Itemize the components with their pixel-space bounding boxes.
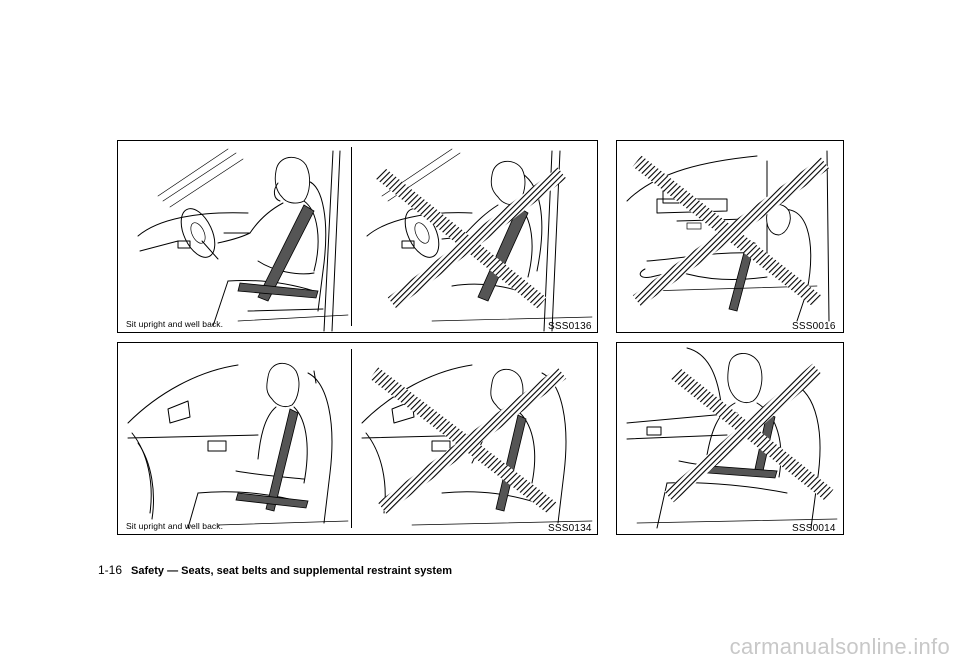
illustration-driver-reclined [366, 148, 593, 332]
figure-panel-bottom-right: SSS0014 [616, 342, 844, 535]
section-title: Safety — Seats, seat belts and supplemen… [131, 565, 452, 577]
illustration-belt-under-arm [626, 347, 838, 529]
figure-caption: Sit upright and well back. [126, 319, 224, 329]
page-footer: 1-16 Safety — Seats, seat belts and suppl… [98, 563, 452, 577]
figure-code: SSS0016 [792, 321, 836, 332]
figure-caption: Sit upright and well back. [126, 521, 224, 531]
illustration-passenger-leaning [361, 364, 593, 526]
cross-mark [375, 167, 547, 309]
panel-divider [351, 349, 352, 528]
illustration-passenger-feet-up [626, 150, 830, 322]
illustration-passenger-upright [127, 362, 349, 529]
figure-panel-top-left: Sit upright and well back. SSS0136 [117, 140, 598, 333]
illustration-driver-upright [137, 148, 349, 332]
page-number: 1-16 [98, 563, 123, 577]
figure-code: SSS0134 [548, 523, 592, 534]
figure-panel-top-right: SSS0016 [616, 140, 844, 333]
watermark: carmanualsonline.info [729, 634, 950, 659]
figure-code: SSS0014 [792, 523, 836, 534]
panel-divider [351, 147, 352, 326]
figure-panel-bottom-left: Sit upright and well back. SSS0134 [117, 342, 598, 535]
figure-code: SSS0136 [548, 321, 592, 332]
